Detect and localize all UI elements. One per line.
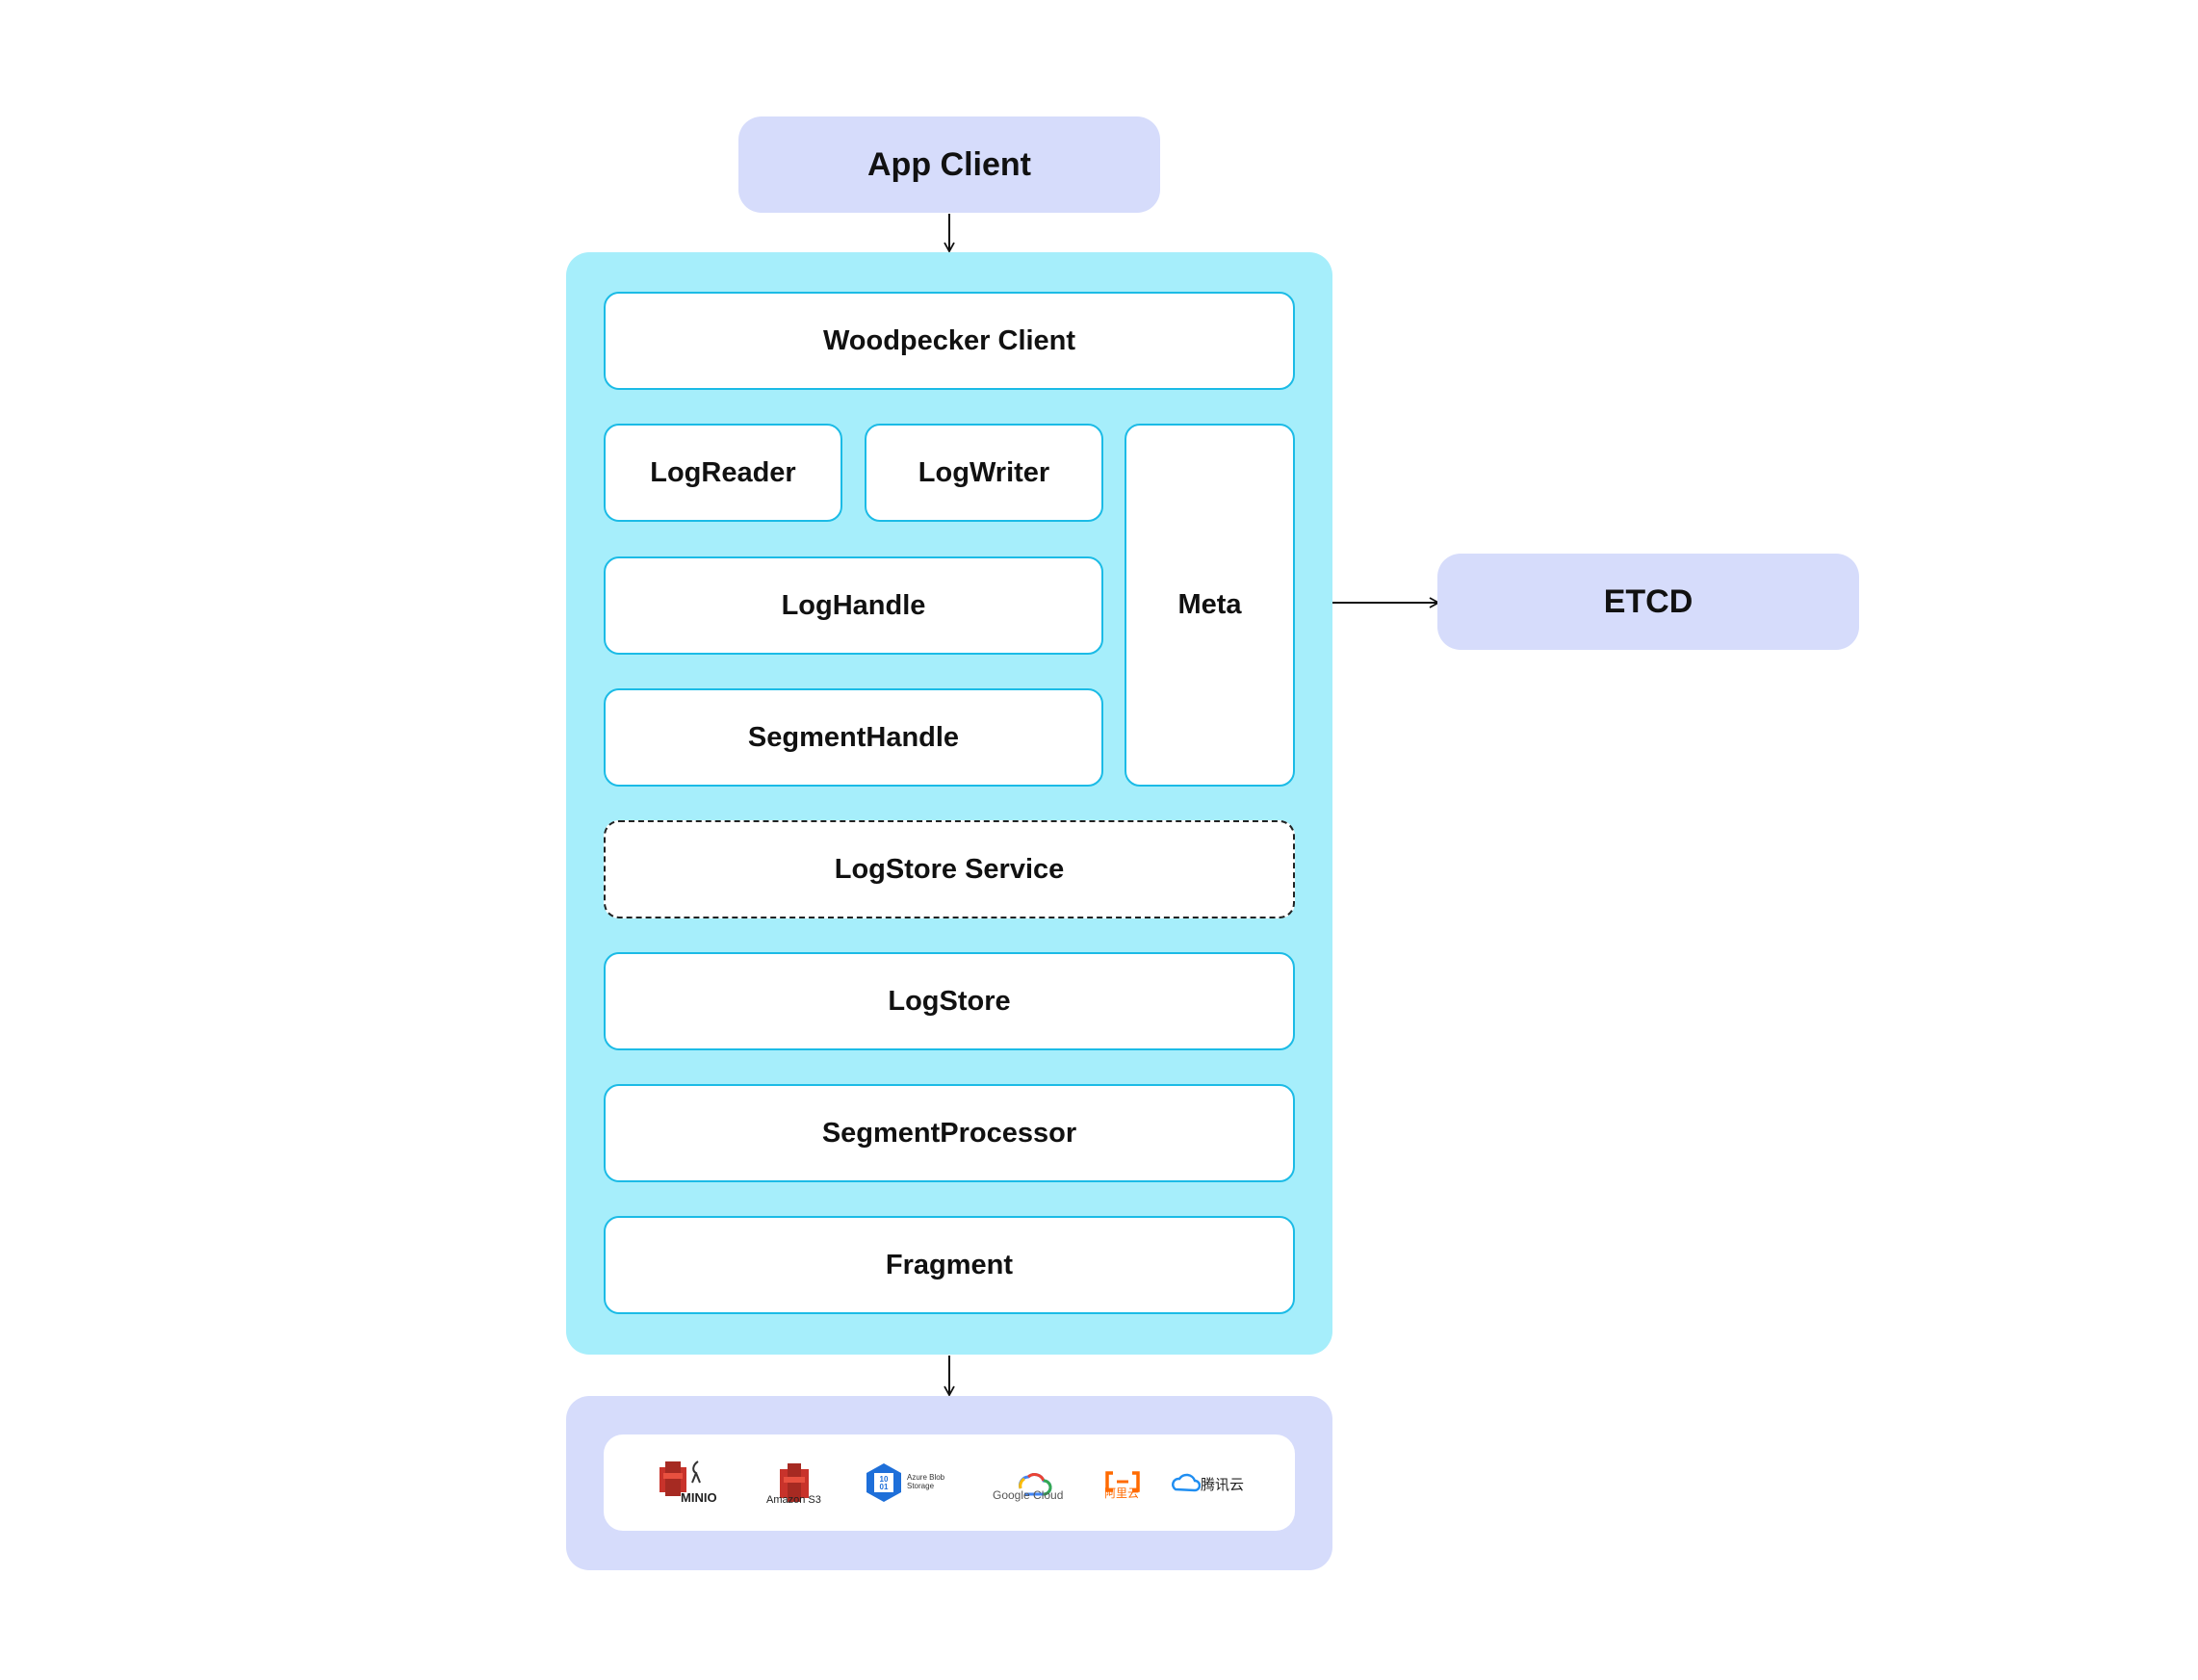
log-reader-box: LogReader bbox=[604, 424, 842, 522]
tencent-cloud-text: 腾讯云 bbox=[1201, 1477, 1245, 1493]
azure-blob-icon: 10 01 bbox=[866, 1463, 901, 1502]
segment-processor-box: SegmentProcessor bbox=[604, 1084, 1295, 1182]
minio-logo: MINIO bbox=[658, 1458, 725, 1508]
etcd-label: ETCD bbox=[1603, 582, 1694, 620]
log-writer-box: LogWriter bbox=[865, 424, 1103, 522]
amazon-s3-icon bbox=[780, 1463, 809, 1502]
google-cloud-icon bbox=[1019, 1472, 1052, 1496]
azure-blob-logo: 10 01 Azure Blob Storage bbox=[863, 1461, 969, 1504]
logstore-label: LogStore bbox=[888, 985, 1011, 1017]
amazon-s3-text: Amazon S3 bbox=[766, 1494, 821, 1506]
logstore-box: LogStore bbox=[604, 952, 1295, 1050]
meta-box: Meta bbox=[1125, 424, 1295, 787]
logstore-service-box: LogStore Service bbox=[604, 820, 1295, 918]
app-client-node: App Client bbox=[738, 116, 1160, 213]
tencent-cloud-logo: 腾讯云 bbox=[1170, 1469, 1247, 1496]
meta-label: Meta bbox=[1177, 589, 1242, 620]
fragment-label: Fragment bbox=[885, 1249, 1014, 1280]
segment-handle-box: SegmentHandle bbox=[604, 688, 1103, 787]
segment-handle-label: SegmentHandle bbox=[747, 721, 960, 753]
aliyun-text: 阿里云 bbox=[1104, 1486, 1140, 1500]
aliyun-icon bbox=[1105, 1471, 1140, 1492]
log-handle-label: LogHandle bbox=[781, 589, 926, 621]
etcd-node: ETCD bbox=[1437, 554, 1859, 650]
google-cloud-logo: Google Cloud bbox=[992, 1458, 1073, 1506]
woodpecker-client-label: Woodpecker Client bbox=[822, 324, 1076, 356]
fragment-box: Fragment bbox=[604, 1216, 1295, 1314]
woodpecker-panel bbox=[566, 252, 1332, 1355]
segment-processor-label: SegmentProcessor bbox=[821, 1117, 1077, 1149]
amazon-s3-logo: Amazon S3 bbox=[766, 1456, 830, 1510]
app-client-label: App Client bbox=[867, 145, 1031, 183]
storage-logo-row bbox=[604, 1434, 1295, 1531]
minio-text: MINIO bbox=[681, 1490, 717, 1505]
aliyun-logo: 阿里云 bbox=[1101, 1458, 1144, 1506]
log-reader-label: LogReader bbox=[650, 456, 796, 488]
azure-blob-line1: Azure Blob bbox=[907, 1473, 945, 1482]
google-cloud-text: Google Cloud bbox=[993, 1488, 1064, 1502]
log-handle-box: LogHandle bbox=[604, 556, 1103, 655]
log-writer-label: LogWriter bbox=[918, 456, 1050, 488]
azure-blob-line2: Storage bbox=[907, 1482, 935, 1490]
svg-text:10: 10 bbox=[880, 1475, 889, 1484]
tencent-cloud-icon bbox=[1172, 1473, 1201, 1492]
svg-text:01: 01 bbox=[880, 1483, 889, 1491]
woodpecker-client-box: Woodpecker Client bbox=[604, 292, 1295, 390]
logstore-service-label: LogStore Service bbox=[834, 853, 1065, 885]
minio-icon bbox=[659, 1460, 701, 1496]
azure-blob-text: Azure Blob Storage bbox=[907, 1473, 944, 1490]
